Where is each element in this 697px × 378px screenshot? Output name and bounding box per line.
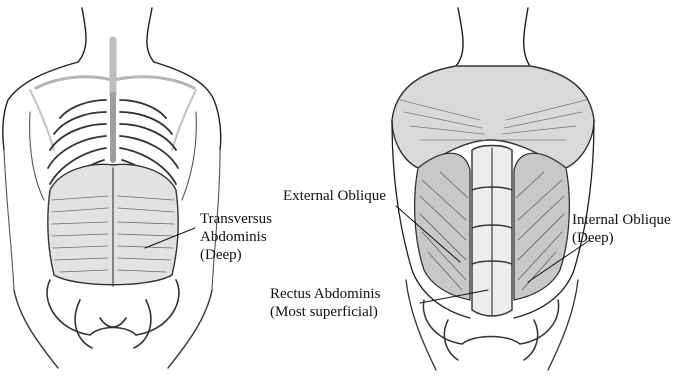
left-hips (14, 290, 212, 368)
internal-oblique-label: Internal Oblique (Deep) (572, 211, 671, 247)
internal-oblique-label-line-2: (Deep) (572, 229, 671, 247)
right-torso-figure (392, 8, 594, 370)
external-oblique-muscle-left (415, 153, 470, 300)
transversus-label-line-1: Transversus (200, 210, 272, 228)
right-neck-outline (456, 8, 530, 66)
left-pelvis (47, 280, 179, 348)
rectus-label-line-2: (Most superficial) (270, 303, 380, 321)
external-oblique-label-text: External Oblique (283, 188, 386, 204)
transversus-label-line-3: (Deep) (200, 246, 272, 264)
rectus-label: Rectus Abdominis (Most superficial) (270, 285, 380, 321)
transversus-label: Transversus Abdominis (Deep) (200, 210, 272, 264)
left-torso-figure (3, 8, 221, 368)
external-oblique-label: External Oblique (283, 187, 386, 205)
external-oblique-muscle-right (514, 153, 569, 300)
rectus-label-line-1: Rectus Abdominis (270, 285, 380, 303)
transversus-label-line-2: Abdominis (200, 228, 272, 246)
internal-oblique-label-line-1: Internal Oblique (572, 211, 671, 229)
